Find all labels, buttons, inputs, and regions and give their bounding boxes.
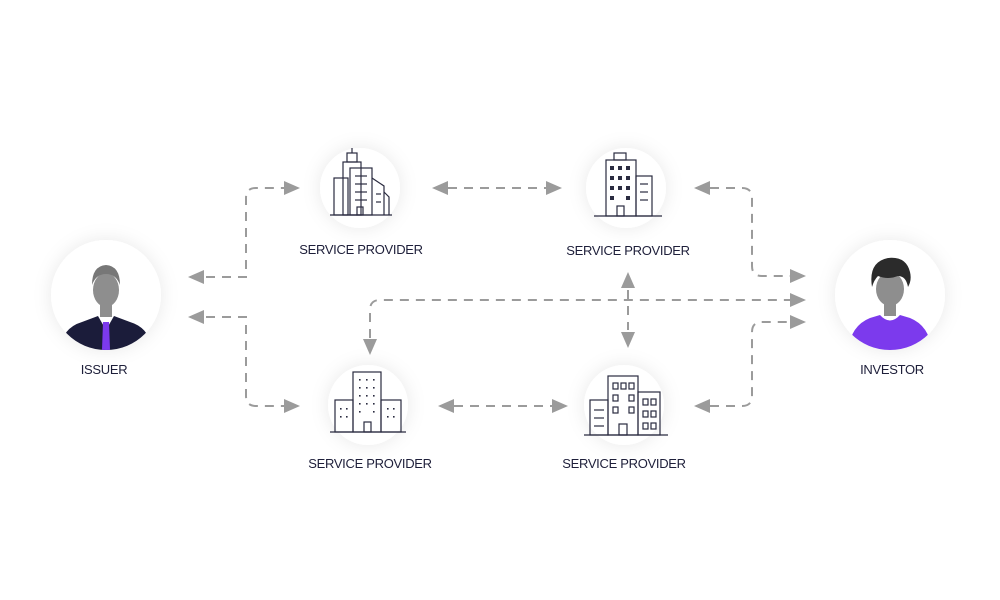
service-provider-label: SERVICE PROVIDER: [566, 243, 690, 258]
arrowhead: [188, 270, 204, 284]
issuer-label: ISSUER: [81, 362, 128, 377]
service-provider-label: SERVICE PROVIDER: [562, 456, 686, 471]
arrowhead: [552, 399, 568, 413]
service-provider-label: SERVICE PROVIDER: [308, 456, 432, 471]
arrowhead: [363, 339, 377, 355]
arrowhead: [284, 399, 300, 413]
connector-bottom-right-investor: [710, 321, 790, 407]
service-provider-top-right: SERVICE PROVIDER: [566, 148, 690, 258]
connector-issuer-top-left: [206, 187, 285, 278]
service-provider-bottom-left: SERVICE PROVIDER: [308, 365, 432, 471]
arrowhead: [694, 399, 710, 413]
arrowhead: [438, 399, 454, 413]
connector-bottom-left-investor: [369, 299, 790, 338]
office-building-icon: [594, 152, 662, 217]
arrowhead: [284, 181, 300, 195]
provider-circle: [320, 148, 400, 228]
provider-circle: [328, 365, 408, 445]
provider-circle: [584, 365, 664, 445]
investor-node: INVESTOR: [835, 240, 945, 377]
arrowhead: [621, 272, 635, 288]
arrowhead: [188, 310, 204, 324]
person-avatar-icon: [848, 257, 932, 350]
investor-label: INVESTOR: [860, 362, 924, 377]
businessman-avatar-icon: [60, 265, 152, 350]
arrowhead: [546, 181, 562, 195]
issuer-node: ISSUER: [51, 240, 161, 377]
arrowhead: [621, 332, 635, 348]
apartment-building-icon: [584, 375, 668, 436]
skyscraper-icon: [330, 148, 392, 216]
arrowhead: [694, 181, 710, 195]
arrowhead: [790, 269, 806, 283]
connector-issuer-bottom-left: [206, 316, 285, 407]
arrowhead: [432, 181, 448, 195]
service-provider-bottom-right: SERVICE PROVIDER: [562, 365, 686, 471]
connector-top-right-investor: [710, 187, 790, 277]
service-provider-top-left: SERVICE PROVIDER: [299, 148, 423, 257]
arrowhead: [790, 293, 806, 307]
arrowhead: [790, 315, 806, 329]
office-block-icon: [330, 371, 406, 433]
service-provider-label: SERVICE PROVIDER: [299, 242, 423, 257]
connectors: [188, 181, 806, 413]
